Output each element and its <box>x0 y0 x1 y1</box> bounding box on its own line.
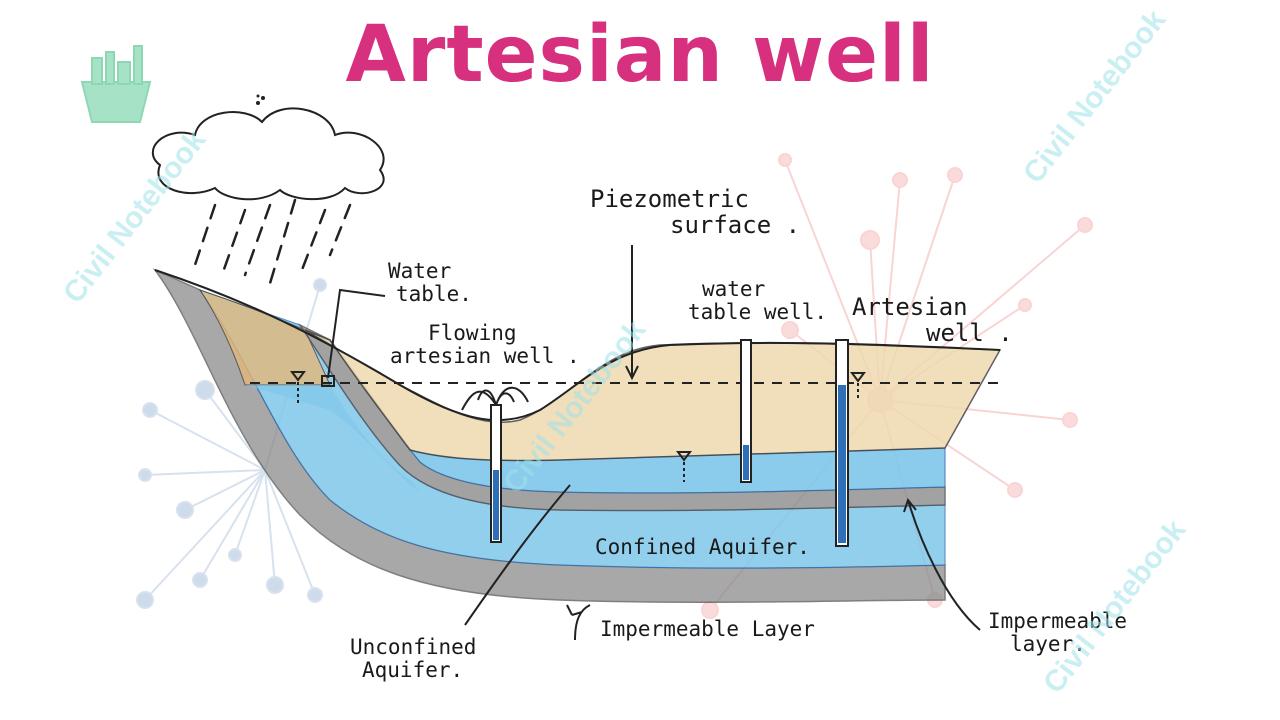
label-piezometric-surface: Piezometric surface . <box>590 186 800 239</box>
label-artesian-well: Artesian well . <box>852 294 1013 347</box>
label-confined-aquifer: Confined Aquifer. <box>595 536 810 559</box>
label-water-table-well: water table well. <box>688 278 827 324</box>
label-impermeable-layer-bottom: Impermeable Layer <box>600 618 815 641</box>
artesian-well <box>836 340 848 546</box>
label-water-table: Water table. <box>388 260 472 306</box>
rain-icon <box>195 200 350 290</box>
label-flowing-artesian-well: Flowing artesian well . <box>390 322 580 368</box>
water-table-well <box>741 340 751 482</box>
label-unconfined-aquifer: Unconfined Aquifer. <box>350 636 476 682</box>
